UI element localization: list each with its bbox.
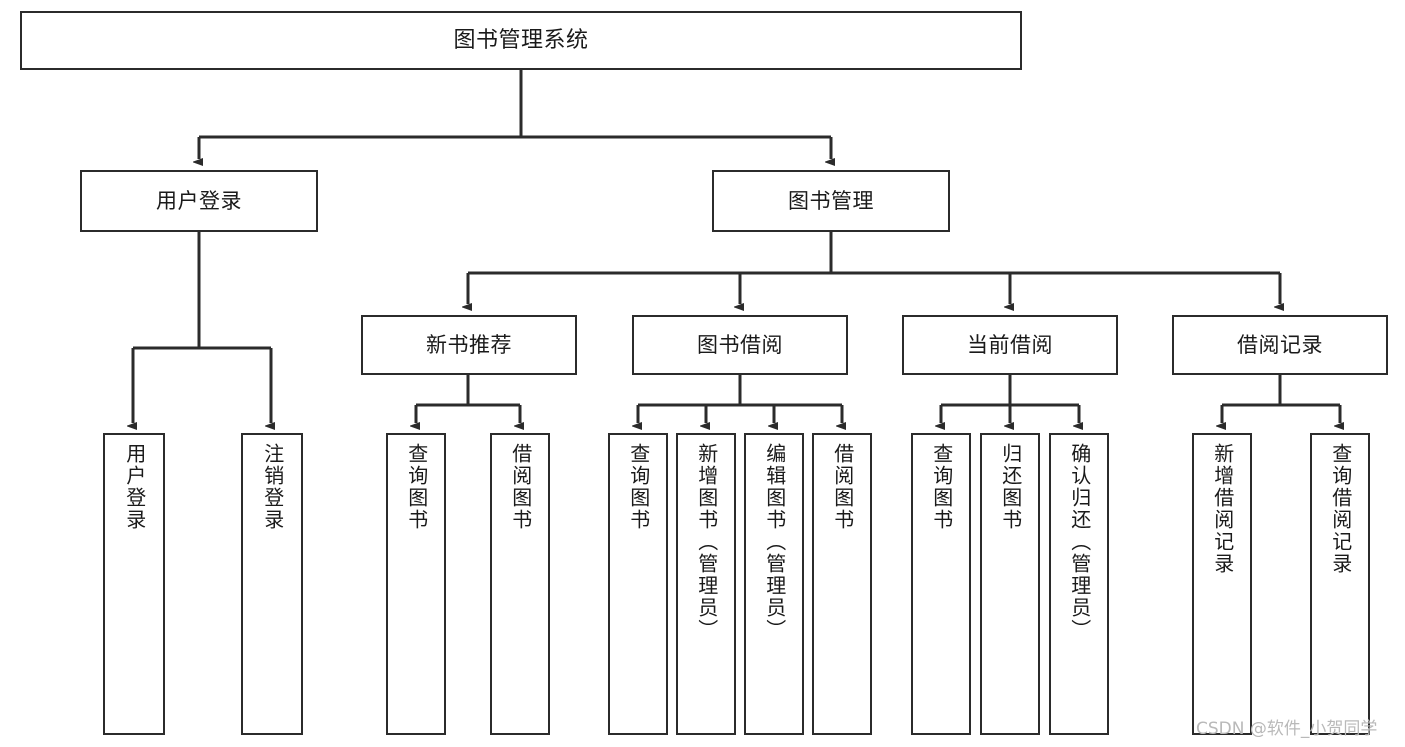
node-label: 确认归还（管理员）	[1067, 443, 1092, 641]
leaf-record-query-record[interactable]: 查询借阅记录	[1310, 433, 1370, 735]
node-label: 用户登录	[122, 443, 147, 531]
node-label: 归还图书	[998, 443, 1023, 531]
leaf-borrow-borrow-book[interactable]: 借阅图书	[812, 433, 872, 735]
node-label: 新书推荐	[426, 332, 512, 357]
node-label: 查询图书	[929, 443, 954, 531]
node-book-borrow[interactable]: 图书借阅	[632, 315, 848, 375]
watermark-text: CSDN @软件_小贺同学	[1196, 719, 1378, 739]
leaf-record-add-record[interactable]: 新增借阅记录	[1192, 433, 1252, 735]
node-root-system[interactable]: 图书管理系统	[20, 11, 1022, 70]
node-label: 借阅图书	[508, 443, 533, 531]
leaf-borrow-add-book-admin[interactable]: 新增图书（管理员）	[676, 433, 736, 735]
node-label: 新增图书（管理员）	[694, 443, 719, 641]
node-book-management[interactable]: 图书管理	[712, 170, 950, 232]
leaf-borrow-edit-book-admin[interactable]: 编辑图书（管理员）	[744, 433, 804, 735]
node-label: 注销登录	[260, 443, 285, 531]
node-label: 新增借阅记录	[1210, 443, 1235, 575]
node-label: 借阅记录	[1237, 332, 1323, 357]
leaf-recommend-borrow-book[interactable]: 借阅图书	[490, 433, 550, 735]
node-label: 当前借阅	[967, 332, 1053, 357]
node-label: 编辑图书（管理员）	[762, 443, 787, 641]
node-current-borrow[interactable]: 当前借阅	[902, 315, 1118, 375]
node-label: 图书管理系统	[453, 27, 589, 53]
leaf-current-query-book[interactable]: 查询图书	[911, 433, 971, 735]
leaf-user-login-signin[interactable]: 用户登录	[103, 433, 165, 735]
leaf-current-return-book[interactable]: 归还图书	[980, 433, 1040, 735]
node-label: 图书管理	[788, 188, 874, 213]
node-new-book-recommend[interactable]: 新书推荐	[361, 315, 577, 375]
leaf-user-login-signout[interactable]: 注销登录	[241, 433, 303, 735]
node-label: 查询借阅记录	[1328, 443, 1353, 575]
node-label: 查询图书	[404, 443, 429, 531]
node-user-login[interactable]: 用户登录	[80, 170, 318, 232]
node-borrow-record[interactable]: 借阅记录	[1172, 315, 1388, 375]
node-label: 用户登录	[156, 188, 242, 213]
leaf-current-confirm-return-admin[interactable]: 确认归还（管理员）	[1049, 433, 1109, 735]
node-label: 借阅图书	[830, 443, 855, 531]
node-label: 查询图书	[626, 443, 651, 531]
node-label: 图书借阅	[697, 332, 783, 357]
leaf-borrow-query-book[interactable]: 查询图书	[608, 433, 668, 735]
leaf-recommend-query-book[interactable]: 查询图书	[386, 433, 446, 735]
